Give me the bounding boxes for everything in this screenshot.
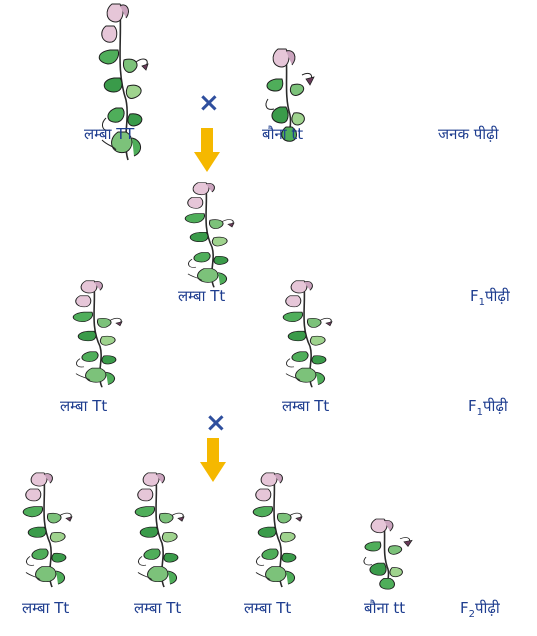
down-arrow-2 <box>200 438 226 482</box>
label-tall-TT: लम्बा TT <box>84 125 135 143</box>
down-arrow-1 <box>194 128 220 172</box>
f1-generation-word: पीढ़ी <box>485 287 510 305</box>
label-short-tt: बौना tt <box>262 125 304 143</box>
cross-symbol-1: × <box>198 88 220 118</box>
tall-plant-f1 <box>184 181 235 289</box>
f2-subscript: 2 <box>468 609 476 620</box>
f2-generation-word: पीढ़ी <box>475 599 500 617</box>
label-f1b-tall-Tt: लम्बा Tt <box>282 397 330 415</box>
label-f1-generation: F1पीढ़ी <box>470 287 510 308</box>
f1-generation-word-2: पीढ़ी <box>483 397 508 415</box>
f1-subscript-2: 1 <box>476 407 484 418</box>
label-f2-generation: F2पीढ़ी <box>460 599 500 620</box>
label-f2-4: बौना tt <box>364 599 406 617</box>
label-f1-generation-2: F1पीढ़ी <box>468 397 508 418</box>
label-parent-generation: जनक पीढ़ी <box>438 125 499 143</box>
short-plant-f2 <box>363 518 413 590</box>
f1-subscript: 1 <box>478 297 486 308</box>
label-f2-2: लम्बा Tt <box>134 599 182 617</box>
tall-plant-f2-3 <box>252 472 303 588</box>
tall-plant-f1-b <box>282 279 333 389</box>
label-f1a-tall-Tt: लम्बा Tt <box>60 397 108 415</box>
tall-plant-f2-2 <box>134 472 185 588</box>
label-f2-3: लम्बा Tt <box>244 599 292 617</box>
cross-symbol-2: × <box>205 408 227 438</box>
tall-plant-f1-a <box>72 279 123 389</box>
tall-plant-f2-1 <box>22 472 73 588</box>
label-f1-tall-Tt: लम्बा Tt <box>178 287 226 305</box>
label-f2-1: लम्बा Tt <box>22 599 70 617</box>
